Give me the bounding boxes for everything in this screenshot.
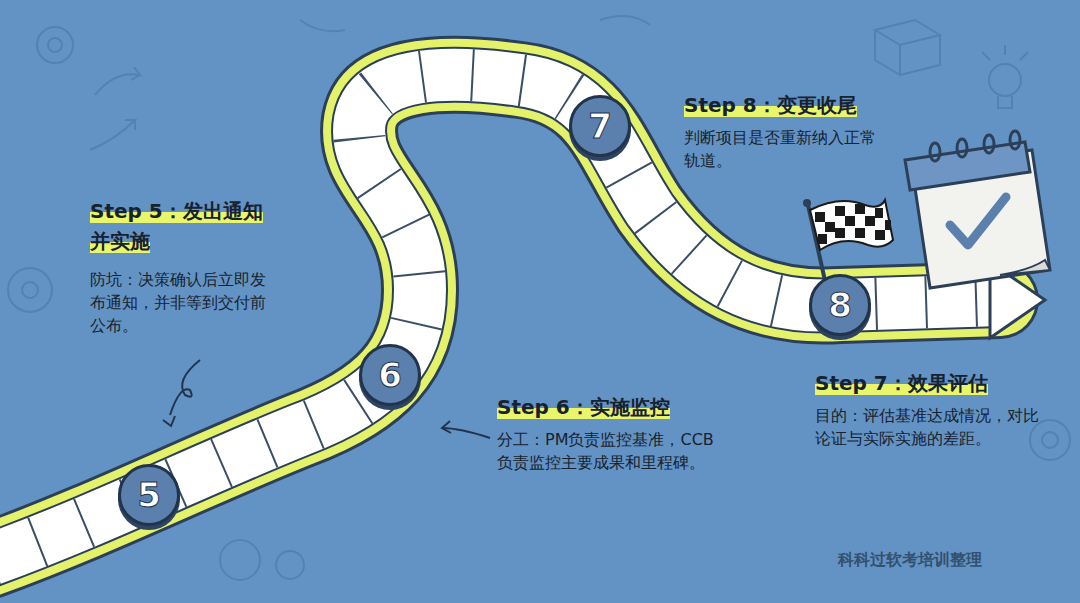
road-surface [0, 75, 1000, 560]
leader-arrows [163, 360, 490, 438]
step-description: 分工：PM负责监控基准，CCB负责监控主要成果和里程碑。 [497, 428, 729, 474]
step-heading: Step 8：变更收尾 [684, 93, 857, 117]
step-heading: Step 6：实施监控 [497, 395, 670, 419]
step-heading-box: Step 8：变更收尾 [684, 90, 924, 120]
road-outline [0, 75, 1000, 560]
road-tiles [0, 75, 1000, 560]
step-circle: 8 [809, 274, 871, 336]
step-heading-box: Step 5：发出通知并实施 [90, 196, 280, 256]
step-heading: Step 7：效果评估 [815, 371, 988, 395]
step-circle: 7 [569, 95, 631, 157]
step-number: 6 [378, 358, 402, 392]
road-edge [0, 75, 1000, 560]
step-circle: 5 [118, 464, 180, 526]
calendar-icon [905, 131, 1050, 288]
step-number: 7 [588, 109, 612, 143]
step-number: 5 [137, 478, 161, 512]
step-heading-box: Step 6：实施监控 [497, 392, 737, 422]
step-heading-box: Step 7：效果评估 [815, 368, 1055, 398]
finish-flag [803, 199, 893, 285]
step-circle: 6 [359, 344, 421, 406]
step-description: 目的：评估基准达成情况，对比论证与实际实施的差距。 [815, 404, 1047, 450]
step-description: 防坑：决策确认后立即发布通知，并非等到交付前公布。 [90, 268, 268, 338]
watermark: 科科过软考培训整理 [838, 548, 1068, 571]
road-border [0, 75, 1000, 560]
step-number: 8 [828, 288, 852, 322]
step-description: 判断项目是否重新纳入正常轨道。 [684, 126, 884, 172]
step-heading: Step 5：发出通知并实施 [90, 199, 263, 253]
